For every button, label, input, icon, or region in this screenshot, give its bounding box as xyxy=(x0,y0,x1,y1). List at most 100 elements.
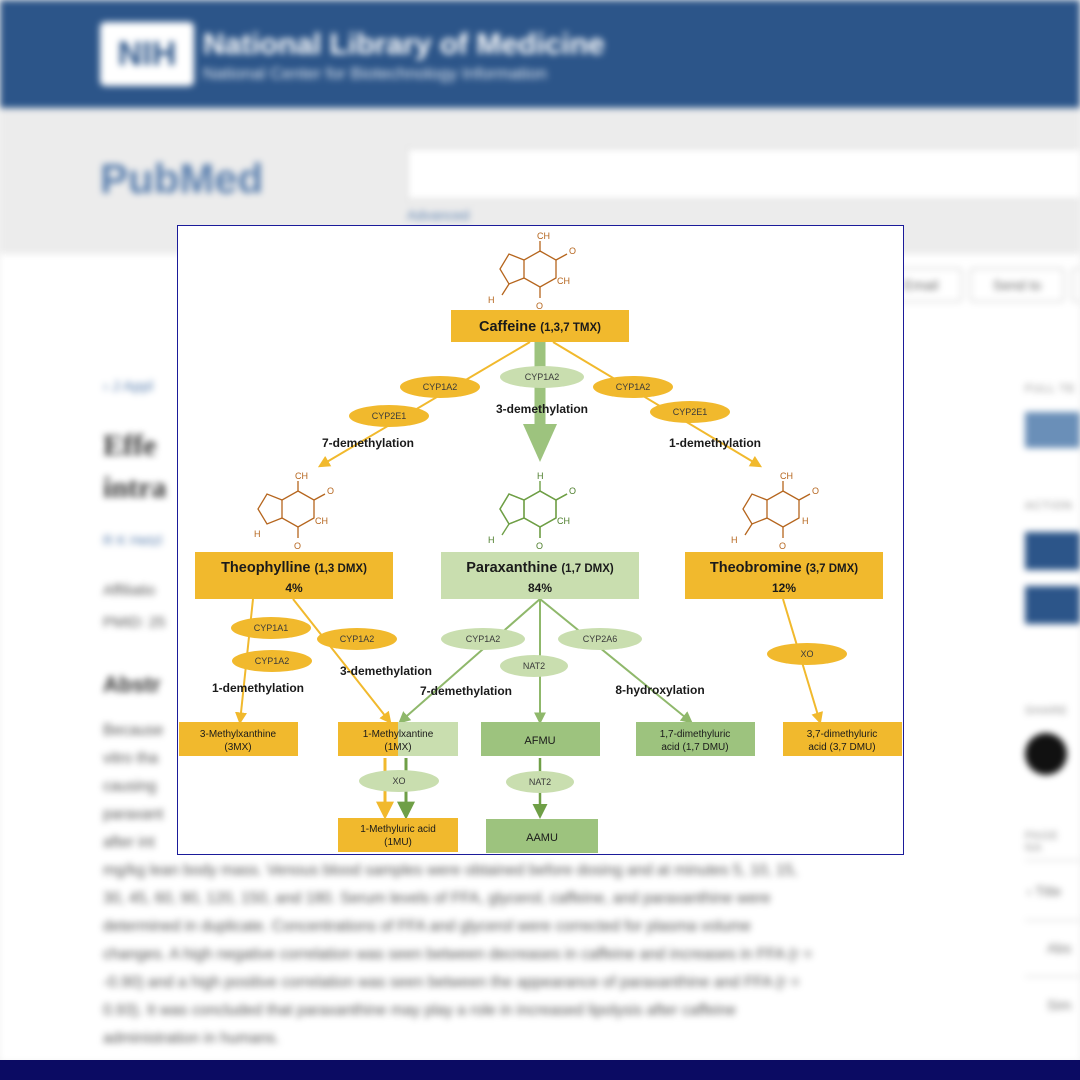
product-box-3mx: 3-Methylxanthine (3MX) xyxy=(179,722,298,756)
paraxanthine-box: Paraxanthine (1,7 DMX) 84% xyxy=(441,552,639,599)
enzyme-label: XO xyxy=(392,776,405,786)
paraxanthine-name: Paraxanthine xyxy=(466,560,557,576)
enzyme-oval: CYP1A2 xyxy=(593,376,673,398)
paraxanthine-structure: H O CH O H xyxy=(488,471,576,551)
theobromine-pct: 12% xyxy=(772,581,796,595)
caffeine-structure: CH O CH O H xyxy=(488,231,576,311)
abstract-line: vitro tha xyxy=(103,750,159,767)
product-label: AFMU xyxy=(524,735,555,747)
reaction-label: 3-demethylation xyxy=(496,402,588,416)
divider xyxy=(1025,860,1080,861)
enzyme-oval: XO xyxy=(767,643,847,665)
chem-label: CH xyxy=(315,516,328,526)
chem-label: CH xyxy=(537,231,550,241)
svg-text:Caffeine (1,3,7 TMX): Caffeine (1,3,7 TMX) xyxy=(479,319,601,335)
divider xyxy=(1025,976,1080,977)
enzyme-oval: CYP1A2 xyxy=(400,376,480,398)
article-title-line: intra xyxy=(103,471,167,504)
chem-label: O xyxy=(327,486,334,496)
nih-title[interactable]: National Library of Medicine xyxy=(203,28,605,61)
product-box-17dmu: 1,7-dimethyluric acid (1,7 DMU) xyxy=(636,722,755,756)
chem-label: H xyxy=(731,535,738,545)
caffeine-abbr: (1,3,7 TMX) xyxy=(540,322,601,334)
article-title-line: Effe xyxy=(103,429,157,462)
nih-subtitle: National Center for Biotechnology Inform… xyxy=(203,64,547,83)
full-text-caption: FULL TE xyxy=(1025,383,1076,395)
abstract-line: paraxant xyxy=(103,806,164,823)
product-box-afmu: AFMU xyxy=(481,722,600,756)
abstract-line: mg/kg lean body mass. Venous blood sampl… xyxy=(103,862,798,879)
pmid: PMID: 25 xyxy=(103,614,166,631)
chem-label: O xyxy=(779,541,786,551)
chem-label: CH xyxy=(295,471,308,481)
enzyme-oval: XO xyxy=(359,770,439,792)
nav-abstract-link[interactable]: Abs xyxy=(1047,940,1072,956)
paraxanthine-pct: 84% xyxy=(528,581,552,595)
enzyme-label: NAT2 xyxy=(529,777,551,787)
product-label: 1-Methyluric acid xyxy=(360,824,436,835)
theophylline-box: Theophylline (1,3 DMX) 4% xyxy=(195,552,393,599)
chem-label: O xyxy=(812,486,819,496)
enzyme-oval: NAT2 xyxy=(506,771,574,793)
product-label: (3MX) xyxy=(224,742,251,753)
chem-label: H xyxy=(488,535,495,545)
enzyme-oval: CYP2A6 xyxy=(558,628,642,650)
enzyme-label: CYP1A1 xyxy=(254,623,289,633)
abstract-line: causing xyxy=(103,778,157,795)
abstract-line: -0.90) and a high positive correlation w… xyxy=(103,974,800,991)
chem-label: CH xyxy=(557,276,570,286)
nih-logo[interactable]: NIH xyxy=(100,22,194,86)
divider xyxy=(1025,920,1080,921)
enzyme-label: CYP1A2 xyxy=(466,634,501,644)
svg-text:Theophylline (1,3 DMX): Theophylline (1,3 DMX) xyxy=(221,560,367,576)
advanced-search-link[interactable]: Advanced xyxy=(407,207,470,223)
enzyme-oval: CYP1A2 xyxy=(232,650,312,672)
cite-button[interactable] xyxy=(1025,532,1080,570)
product-box-1mx: 1-Methylxantine (1MX) xyxy=(338,722,458,756)
enzyme-oval: CYP1A1 xyxy=(231,617,311,639)
affiliation: Affiliatio xyxy=(103,582,156,599)
x-share-icon[interactable] xyxy=(1025,733,1067,775)
arrow-paraxanthine-1mx xyxy=(398,598,541,724)
share-caption: SHARE xyxy=(1025,705,1068,717)
theophylline-abbr: (1,3 DMX) xyxy=(315,563,368,575)
chem-label: H xyxy=(488,295,495,305)
caffeine-name: Caffeine xyxy=(479,319,536,335)
paraxanthine-abbr: (1,7 DMX) xyxy=(561,563,614,575)
enzyme-label: CYP1A2 xyxy=(525,372,560,382)
bottom-bar xyxy=(0,1060,1080,1080)
reaction-label: 1-demethylation xyxy=(669,436,761,450)
reaction-label: 8-hydroxylation xyxy=(615,683,704,697)
product-label: 3,7-dimethyluric xyxy=(807,729,878,740)
enzyme-oval: CYP2E1 xyxy=(650,401,730,423)
enzyme-oval: CYP1A2 xyxy=(500,366,584,388)
chem-label: H xyxy=(254,529,261,539)
enzyme-label: XO xyxy=(800,649,813,659)
search-input[interactable] xyxy=(407,148,1080,200)
abstract-line: 30, 45, 60, 90, 120, 150, and 180. Serum… xyxy=(103,890,771,907)
theobromine-abbr: (3,7 DMX) xyxy=(806,563,859,575)
toolbar-more-button[interactable] xyxy=(1072,268,1080,302)
authors-link[interactable]: R K Hetzl xyxy=(103,532,163,548)
chem-label: H xyxy=(802,516,809,526)
caffeine-box: Caffeine (1,3,7 TMX) xyxy=(451,310,629,342)
reaction-label: 1-demethylation xyxy=(212,681,304,695)
enzyme-label: CYP1A2 xyxy=(423,382,458,392)
abstract-line: changes. A high negative correlation was… xyxy=(103,946,813,963)
nav-title-link[interactable]: ‹ Title xyxy=(1027,883,1062,899)
nav-similar-link[interactable]: Sim xyxy=(1047,997,1072,1013)
actions-caption: ACTION xyxy=(1025,500,1073,512)
journal-breadcrumb[interactable]: › J Appl xyxy=(103,378,154,395)
send-to-button[interactable]: Send to xyxy=(970,268,1064,302)
caffeine-metabolism-figure: CH O CH O H CH O CH O H H O CH O H CH O … xyxy=(177,225,904,855)
arrow-paraxanthine-17dmu xyxy=(539,598,693,724)
product-label: AAMU xyxy=(526,832,558,844)
collections-button[interactable] xyxy=(1025,586,1080,624)
chem-label: O xyxy=(294,541,301,551)
enzyme-label: CYP1A2 xyxy=(340,634,375,644)
theophylline-pct: 4% xyxy=(285,581,303,595)
pubmed-logo[interactable]: PubMed xyxy=(100,155,264,202)
full-text-thumbnail[interactable] xyxy=(1025,412,1080,448)
enzyme-oval: CYP1A2 xyxy=(317,628,397,650)
